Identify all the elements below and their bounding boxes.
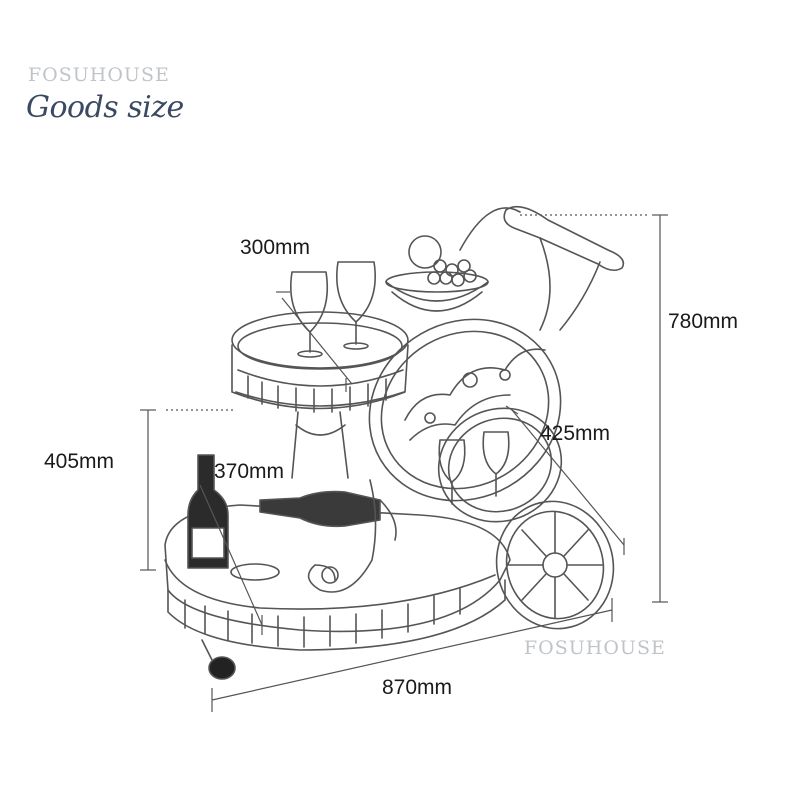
brand-logo-top: FOSUHOUSE [28,64,170,86]
cart-handle [459,205,625,331]
wine-bottles [187,454,381,569]
dim-line-upper-tray [281,297,353,385]
dim-line-length-total [211,609,613,701]
label-upper-tray-width: 300mm [240,236,311,259]
caster-wheel [201,639,236,680]
label-height-lower: 405mm [44,450,115,473]
brand-logo-bottom: FOSUHOUSE [524,637,666,659]
dim-line-wheel-span [511,409,625,546]
label-wheel-span: 425mm [540,422,611,445]
label-length-total: 870mm [382,676,453,699]
large-wheel [495,500,615,630]
scroll-leg [307,479,397,593]
lower-glass-rack [437,407,563,523]
goods-size-title: Goods size [26,90,184,125]
fruit-bowl [385,235,489,312]
dimension-lines [140,214,668,712]
upper-tray [231,311,409,479]
dim-line-lower-tray [199,484,263,626]
label-height-total: 780mm [668,310,739,333]
label-lower-tray-width: 370mm [214,460,285,483]
ornate-side-frame [368,318,562,502]
wine-glasses [290,261,376,358]
